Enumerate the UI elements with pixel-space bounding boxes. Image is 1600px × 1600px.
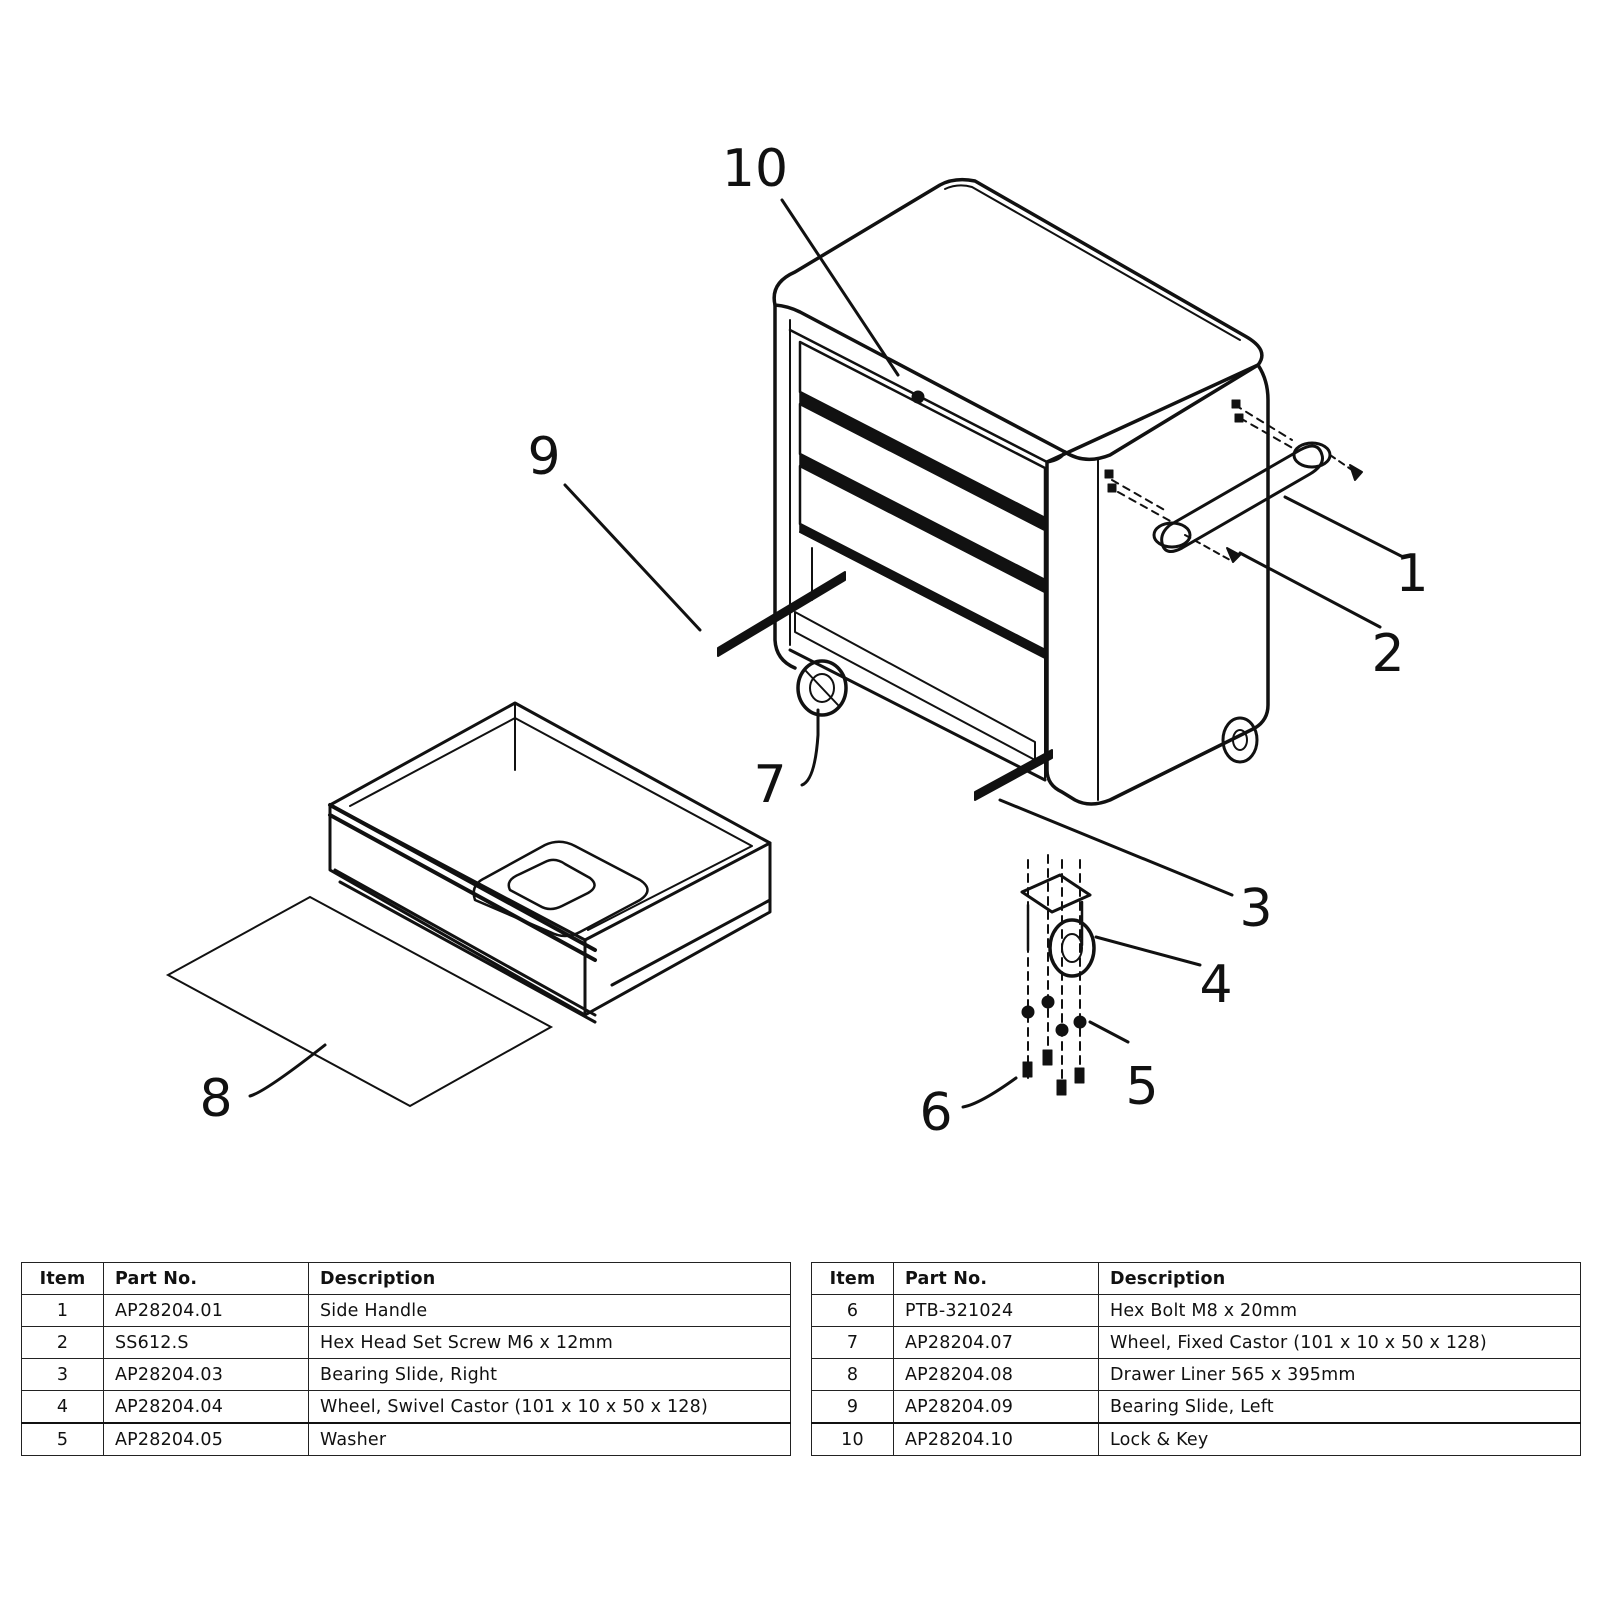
cell-description: Wheel, Swivel Castor (101 x 10 x 50 x 12… — [308, 1390, 791, 1424]
cell-item: 5 — [21, 1422, 104, 1456]
leader-lines — [248, 198, 1405, 1109]
cell-part-no: SS612.S — [103, 1326, 309, 1359]
exploded-parts-diagram: 1 2 3 4 5 6 7 8 9 10 — [165, 139, 1429, 1143]
cell-item: 4 — [21, 1390, 104, 1424]
callout-7: 7 — [753, 755, 786, 815]
cell-item: 8 — [811, 1358, 894, 1391]
header-part-no: Part No. — [893, 1262, 1099, 1295]
cell-description: Side Handle — [308, 1294, 791, 1327]
cell-description: Hex Bolt M8 x 20mm — [1098, 1294, 1581, 1327]
table-row: 5 AP28204.05 Washer — [21, 1422, 791, 1456]
side-handle-assembly — [1104, 399, 1363, 563]
callout-9: 9 — [527, 427, 560, 487]
parts-table-left: Item Part No. Description 1 AP28204.01 S… — [21, 1262, 791, 1456]
callout-5: 5 — [1125, 1057, 1158, 1117]
cell-description: Bearing Slide, Left — [1098, 1390, 1581, 1424]
header-description: Description — [308, 1262, 791, 1295]
cell-part-no: PTB-321024 — [893, 1294, 1099, 1327]
table-row: 6 PTB-321024 Hex Bolt M8 x 20mm — [811, 1294, 1581, 1327]
swivel-castor-assembly — [1020, 854, 1096, 1096]
callout-10: 10 — [722, 139, 788, 199]
cell-description: Hex Head Set Screw M6 x 12mm — [308, 1326, 791, 1359]
cell-item: 7 — [811, 1326, 894, 1359]
cell-part-no: AP28204.04 — [103, 1390, 309, 1424]
cell-part-no: AP28204.08 — [893, 1358, 1099, 1391]
cell-description: Washer — [308, 1422, 791, 1456]
parts-table-right: Item Part No. Description 6 PTB-321024 H… — [811, 1262, 1581, 1456]
cell-item: 3 — [21, 1358, 104, 1391]
callout-numbers: 1 2 3 4 5 6 7 8 9 10 — [199, 139, 1428, 1143]
header-item: Item — [811, 1262, 894, 1295]
cell-part-no: AP28204.07 — [893, 1326, 1099, 1359]
table-row: 2 SS612.S Hex Head Set Screw M6 x 12mm — [21, 1326, 791, 1359]
header-item: Item — [21, 1262, 104, 1295]
callout-4: 4 — [1199, 955, 1232, 1015]
table-row: 10 AP28204.10 Lock & Key — [811, 1422, 1581, 1456]
cell-item: 2 — [21, 1326, 104, 1359]
tool-cabinet — [772, 177, 1270, 806]
cell-part-no: AP28204.05 — [103, 1422, 309, 1456]
table-row: 9 AP28204.09 Bearing Slide, Left — [811, 1390, 1581, 1424]
cell-description: Wheel, Fixed Castor (101 x 10 x 50 x 128… — [1098, 1326, 1581, 1359]
cell-description: Drawer Liner 565 x 395mm — [1098, 1358, 1581, 1391]
table-row: 4 AP28204.04 Wheel, Swivel Castor (101 x… — [21, 1390, 791, 1424]
header-description: Description — [1098, 1262, 1581, 1295]
drawer-liner — [165, 895, 554, 1108]
cell-part-no: AP28204.03 — [103, 1358, 309, 1391]
cell-description: Bearing Slide, Right — [308, 1358, 791, 1391]
bearing-slides — [717, 571, 1053, 801]
cell-item: 9 — [811, 1390, 894, 1424]
callout-8: 8 — [199, 1069, 232, 1129]
table-row: 1 AP28204.01 Side Handle — [21, 1294, 791, 1327]
callout-6: 6 — [919, 1083, 952, 1143]
cell-part-no: AP28204.10 — [893, 1422, 1099, 1456]
callout-3: 3 — [1239, 879, 1272, 939]
table-row: 7 AP28204.07 Wheel, Fixed Castor (101 x … — [811, 1326, 1581, 1359]
cell-item: 6 — [811, 1294, 894, 1327]
table-row: 8 AP28204.08 Drawer Liner 565 x 395mm — [811, 1358, 1581, 1391]
callout-1: 1 — [1395, 544, 1428, 604]
header-part-no: Part No. — [103, 1262, 309, 1295]
callout-2: 2 — [1371, 624, 1404, 684]
cell-description: Lock & Key — [1098, 1422, 1581, 1456]
cell-item: 10 — [811, 1422, 894, 1456]
cell-part-no: AP28204.01 — [103, 1294, 309, 1327]
cell-item: 1 — [21, 1294, 104, 1327]
table-header-row: Item Part No. Description — [811, 1262, 1581, 1295]
cell-part-no: AP28204.09 — [893, 1390, 1099, 1424]
table-row: 3 AP28204.03 Bearing Slide, Right — [21, 1358, 791, 1391]
drawer — [328, 701, 772, 1024]
table-header-row: Item Part No. Description — [21, 1262, 791, 1295]
